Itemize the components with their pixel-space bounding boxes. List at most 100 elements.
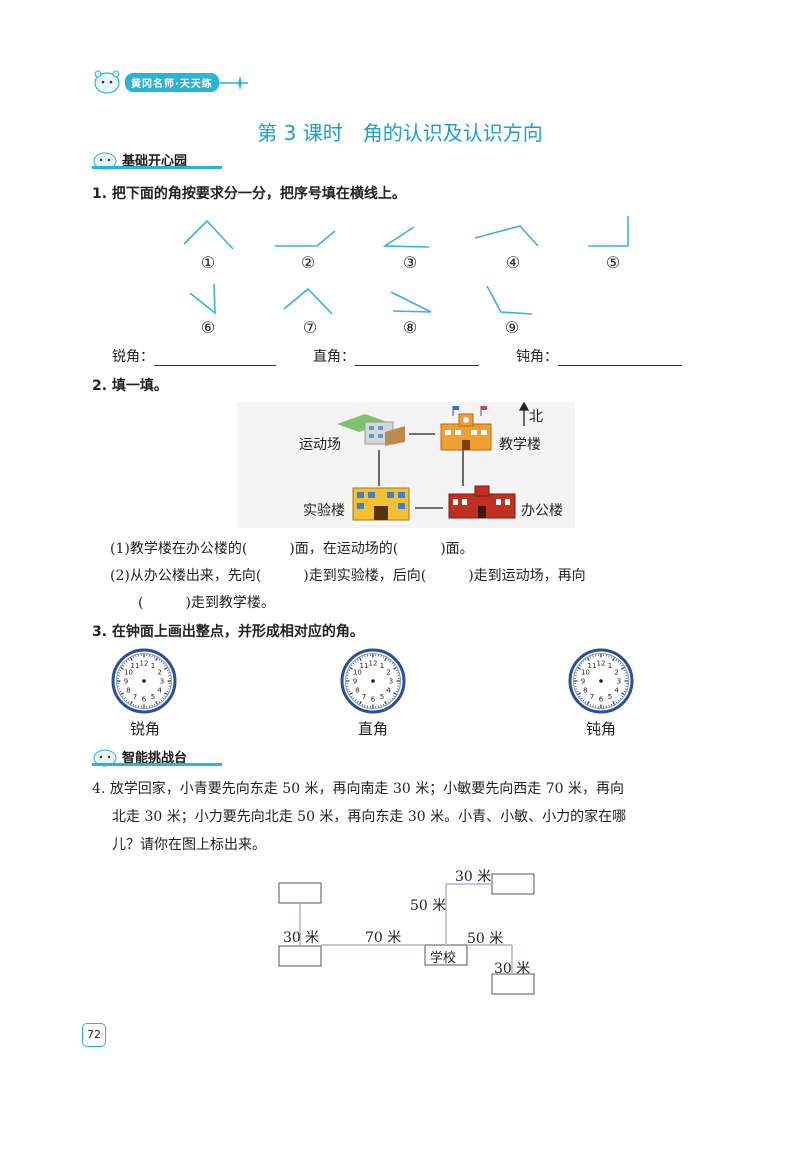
clock-number: 9 <box>353 678 357 686</box>
clock-number: 12 <box>369 660 378 668</box>
clock-number: 5 <box>151 693 155 701</box>
clock-number: 8 <box>126 687 130 695</box>
obtuse-answer-line[interactable] <box>558 365 682 366</box>
angle-label-4: ④ <box>505 253 521 272</box>
angle-label-6: ⑥ <box>200 318 216 337</box>
clock-number: 7 <box>362 693 366 701</box>
clock-number: 1 <box>151 662 155 670</box>
q2-line-1: (1)教学楼在办公楼的( )面，在运动场的( )面。 <box>110 541 474 557</box>
right-answer-line[interactable] <box>355 365 479 366</box>
home-box-3 <box>491 873 535 895</box>
sparkle-icon <box>218 74 248 96</box>
clock-number: 10 <box>581 669 590 677</box>
page-number: 72 <box>82 1023 106 1047</box>
clock-number: 11 <box>588 662 597 670</box>
obtuse-row: 钝角： <box>516 346 682 366</box>
home-box-1 <box>278 882 322 904</box>
clock-label-acute: 锐角 <box>129 720 160 738</box>
section-basic-label: 基础开心园 <box>122 154 188 169</box>
clock-number: 2 <box>157 669 161 677</box>
direction-map: 北 运动场 教学楼 实验楼 办公楼 <box>237 402 575 528</box>
clock-number: 11 <box>131 662 140 670</box>
clock-number: 12 <box>140 660 149 668</box>
angle-label-9: ⑨ <box>504 318 520 337</box>
section-challenge-label: 智能挑战台 <box>122 751 188 766</box>
brand-label: 黄冈名师·天天练 <box>125 73 219 92</box>
north-label: 北 <box>529 409 543 425</box>
dist-30-down: 30 米 <box>494 961 531 977</box>
q3-prompt: 3. 在钟面上画出整点，并形成相对应的角。 <box>92 624 364 640</box>
clock-number: 5 <box>608 693 612 701</box>
angle-label-1: ① <box>200 253 216 272</box>
office-building-icon <box>448 485 516 519</box>
q4-line-3: 儿？请你在图上标出来。 <box>112 837 266 853</box>
clock-number: 2 <box>386 669 390 677</box>
playground-label: 运动场 <box>299 437 341 453</box>
angle-8 <box>390 291 432 313</box>
clock-number: 3 <box>160 678 164 686</box>
clock-number: 8 <box>355 687 359 695</box>
dist-30-left: 30 米 <box>283 930 320 946</box>
page-title: 第 3 课时 角的认识及认识方向 <box>257 121 543 145</box>
q2-line-2: (2)从办公楼出来，先向( )走到实验楼，后向( )走到运动场，再向 <box>110 568 586 584</box>
angle-5 <box>588 216 629 247</box>
home-box-2 <box>278 945 322 967</box>
angle-3 <box>382 226 430 248</box>
teaching-label: 教学楼 <box>499 437 541 453</box>
clock-number: 9 <box>124 678 128 686</box>
right-label: 直角： <box>313 349 355 365</box>
clock-number: 1 <box>380 662 384 670</box>
angle-6 <box>189 283 216 315</box>
dist-50-up: 50 米 <box>410 898 447 914</box>
clock-number: 3 <box>389 678 393 686</box>
acute-row: 锐角： <box>112 346 276 366</box>
clock-number: 10 <box>124 669 133 677</box>
q2-prompt: 2. 填一填。 <box>92 378 168 394</box>
angle-7 <box>283 287 333 315</box>
angle-4 <box>474 225 539 247</box>
angle-label-7: ⑦ <box>302 318 318 337</box>
angle-label-3: ③ <box>402 253 418 272</box>
dist-50-right: 50 米 <box>467 931 504 947</box>
q2-line-3: ( )走到教学楼。 <box>138 595 275 611</box>
bear-icon <box>92 150 118 174</box>
clock-number: 7 <box>590 693 594 701</box>
q1-prompt: 1. 把下面的角按要求分一分，把序号填在横线上。 <box>92 186 406 202</box>
right-row: 直角： <box>313 346 479 366</box>
angle-1 <box>183 219 234 250</box>
clock-number: 11 <box>360 662 369 670</box>
clock-number: 8 <box>583 687 587 695</box>
clock-number: 6 <box>142 696 147 704</box>
clock-number: 6 <box>371 696 376 704</box>
clock-number: 12 <box>597 660 606 668</box>
bear-logo-icon <box>92 70 122 94</box>
lab-label: 实验楼 <box>303 503 345 519</box>
clock-label-obtuse: 钝角 <box>585 720 616 738</box>
acute-answer-line[interactable] <box>154 365 276 366</box>
teaching-building-icon <box>440 406 492 451</box>
angle-label-5: ⑤ <box>605 253 621 272</box>
office-label: 办公楼 <box>521 503 563 519</box>
clock-number: 3 <box>617 678 621 686</box>
clock-number: 1 <box>608 662 612 670</box>
obtuse-label: 钝角： <box>516 349 558 365</box>
clock-number: 7 <box>133 693 137 701</box>
dist-30-top: 30 米 <box>455 869 492 885</box>
home-box-4 <box>491 973 535 995</box>
clock-number: 4 <box>614 687 619 695</box>
playground-icon <box>337 414 405 446</box>
clock-number: 4 <box>157 687 162 695</box>
dist-70: 70 米 <box>365 930 402 946</box>
clock-number: 10 <box>353 669 362 677</box>
clock-number: 4 <box>386 687 391 695</box>
q4-line-2: 北走 30 米；小力要先向北走 50 米，再向东走 30 米。小青、小敏、小力的… <box>112 809 627 825</box>
angle-9 <box>486 285 533 315</box>
section-basic: 基础开心园 <box>92 150 232 172</box>
angle-label-8: ⑧ <box>402 318 418 337</box>
angle-figures <box>183 216 629 315</box>
angle-2 <box>275 230 336 247</box>
